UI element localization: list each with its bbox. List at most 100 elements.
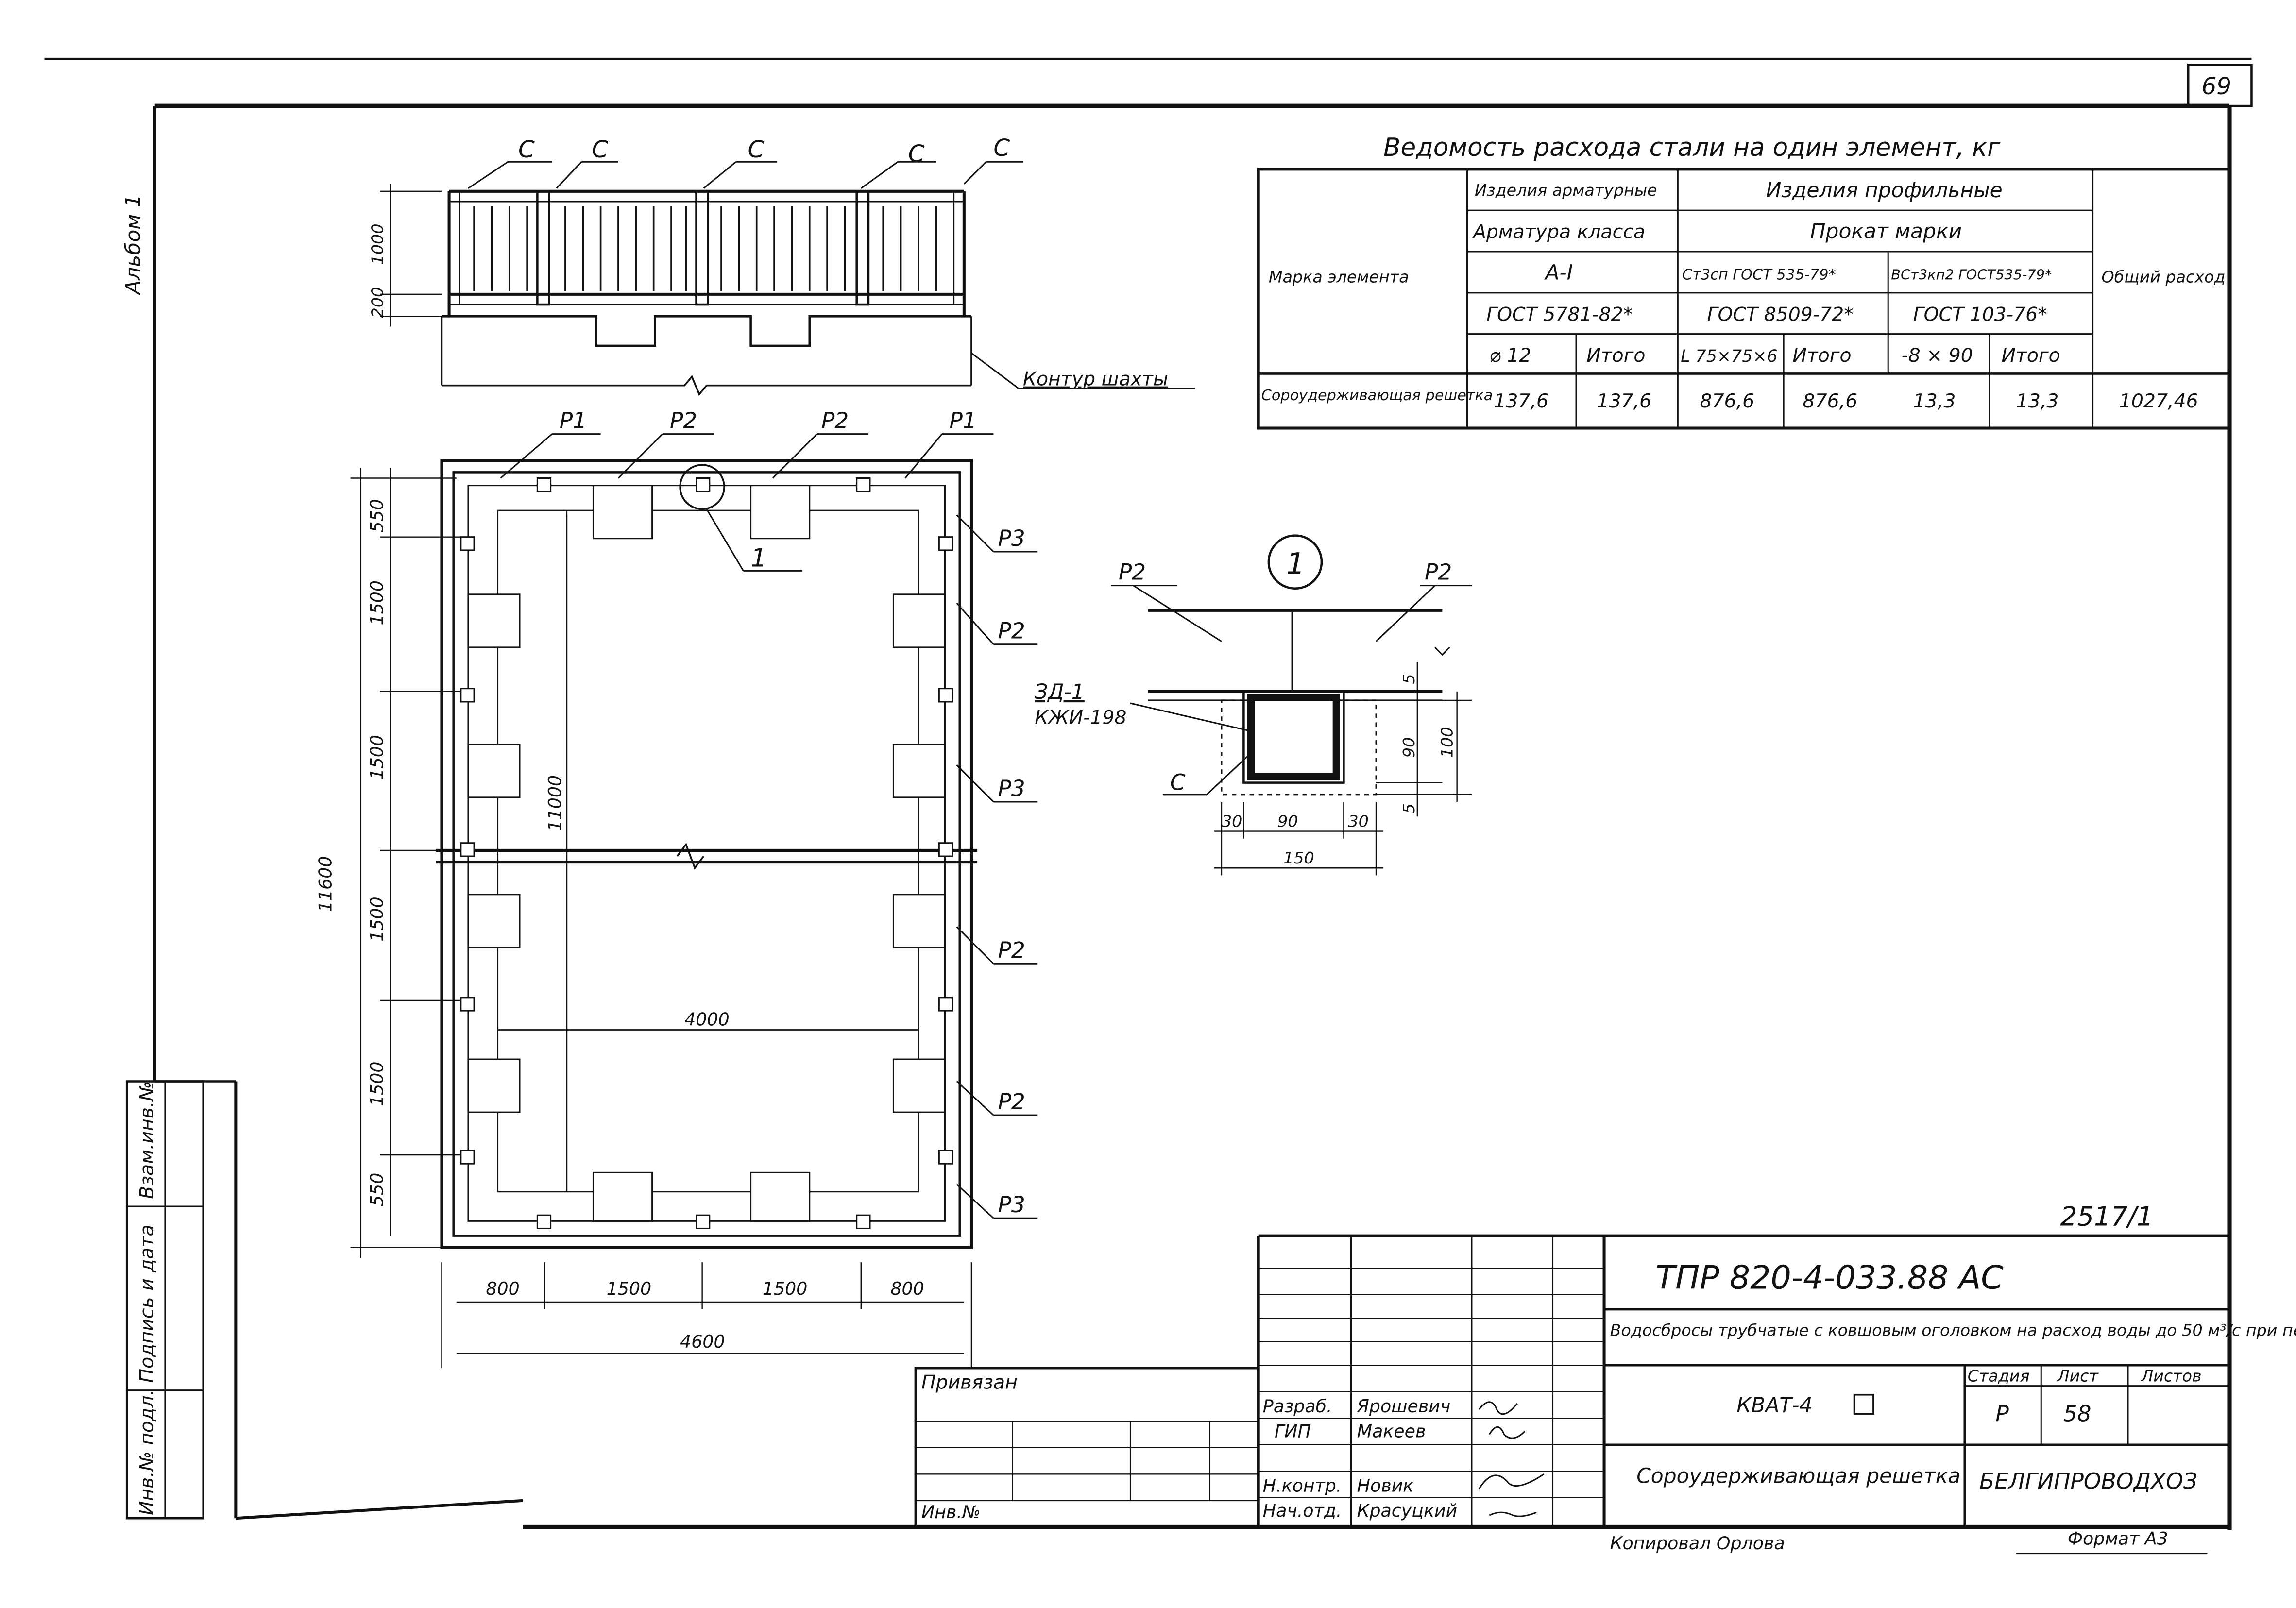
- dim-bottom-1: 800: [486, 1278, 519, 1299]
- head-a1: А-I: [1544, 261, 1573, 285]
- p2-top-left-label: Р2: [670, 408, 697, 434]
- project-description: Водосбросы трубчатые с ковшовым оголовко…: [1610, 1321, 2296, 1340]
- inv-no-label: Инв.№: [921, 1502, 981, 1523]
- detail-d90-horizontal: 90: [1277, 812, 1298, 830]
- page-number-box: 69: [2187, 64, 2253, 107]
- p1-right-label: Р1: [950, 408, 977, 434]
- table-title: Ведомость расхода стали на один элемент,…: [1383, 133, 2001, 162]
- head-d12: ⌀ 12: [1489, 344, 1531, 367]
- detail-d30-left: 30: [1222, 812, 1242, 830]
- head-mark: Марка элемента: [1269, 268, 1409, 287]
- head-gost5781: ГОСТ 5781-82*: [1486, 303, 1633, 325]
- p3-label-2: Р3: [998, 776, 1025, 801]
- signature-marks: [1478, 1401, 1545, 1517]
- section-mark-2: С: [592, 136, 608, 163]
- head-rebar-class: Арматура класса: [1472, 221, 1645, 243]
- album-label: Альбом 1: [121, 194, 145, 296]
- p1-left-label: Р1: [560, 408, 587, 434]
- detail-d30-right: 30: [1348, 812, 1368, 830]
- stage-value: Р: [1995, 1401, 2009, 1426]
- head-st3sp: Ст3сп ГОСТ 535-79*: [1682, 267, 1836, 284]
- dim-1000: 1000: [368, 223, 387, 265]
- head-gost8509: ГОСТ 8509-72*: [1707, 303, 1854, 325]
- head-strip: -8 × 90: [1901, 344, 1973, 367]
- detail-kzhi: КЖИ-198: [1035, 706, 1126, 728]
- dim-overall-width: 4600: [680, 1331, 725, 1352]
- name-gip: Макеев: [1357, 1421, 1426, 1442]
- callout-1: 1: [751, 543, 767, 573]
- dim-left-6: 550: [366, 1173, 387, 1206]
- detail-d90-vertical: 90: [1399, 737, 1418, 758]
- detail-1: 1 Р2 Р2 ЗД-1 КЖИ-198 С: [1035, 534, 1472, 876]
- plan-view: 1 Р1 Р2 Р2 Р1 Р3 Р2 Р3 Р2 Р2 Р3: [315, 408, 1038, 1369]
- side-stamp-replace: Взам.инв.№: [136, 1082, 158, 1199]
- head-itogo-1: Итого: [1586, 344, 1645, 367]
- head-itogo-3: Итого: [2001, 344, 2060, 367]
- p2-label-r3: Р2: [998, 1089, 1025, 1115]
- dim-bottom-4: 800: [890, 1278, 924, 1299]
- detail-d5-bottom: 5: [1399, 803, 1418, 813]
- row-strip: 13,3: [1913, 390, 1956, 412]
- section-mark-3: С: [748, 136, 765, 163]
- head-angle: L 75×75×6: [1681, 347, 1778, 366]
- drawing-code: ТПР 820-4-033.88 АС: [1656, 1259, 2004, 1297]
- row-rebar: 137,6: [1494, 390, 1548, 412]
- detail-p2-right: Р2: [1425, 559, 1452, 585]
- detail-d150: 150: [1283, 848, 1314, 867]
- kvat-checkbox: [1853, 1393, 1874, 1415]
- dim-inner-width: 4000: [684, 1009, 730, 1030]
- head-vst3kp2: ВСт3кп2 ГОСТ535-79*: [1891, 267, 2052, 283]
- sheets-header: Листов: [2141, 1366, 2201, 1385]
- sheet-value: 58: [2063, 1401, 2092, 1426]
- detail-number: 1: [1286, 547, 1305, 581]
- dim-left-3: 1500: [366, 735, 387, 780]
- p3-label-3: Р3: [998, 1192, 1025, 1218]
- dim-inner-height: 11000: [544, 775, 565, 831]
- section-mark-4: С: [908, 140, 925, 168]
- p2-label-r1: Р2: [998, 618, 1025, 644]
- head-gost103: ГОСТ 103-76*: [1913, 303, 2047, 325]
- head-rebar: Изделия арматурные: [1475, 181, 1657, 200]
- name-norm-control: Новик: [1357, 1475, 1414, 1496]
- copied-by: Копировал Орлова: [1610, 1533, 1785, 1554]
- role-norm-control: Н.контр.: [1263, 1475, 1342, 1496]
- head-profile: Изделия профильные: [1766, 178, 2003, 202]
- detail-c-label: С: [1170, 770, 1186, 796]
- row-total: 1027,46: [2119, 390, 2198, 412]
- hand-number: 2517/1: [2060, 1201, 2154, 1232]
- detail-d5-top: 5: [1399, 674, 1418, 684]
- steel-table: Ведомость расхода стали на один элемент,…: [1257, 133, 2231, 430]
- p2-top-right-label: Р2: [821, 408, 849, 434]
- head-total: Общий расход: [2101, 268, 2225, 287]
- role-head-dept: Нач.отд.: [1263, 1500, 1342, 1521]
- dim-left-5: 1500: [366, 1062, 387, 1107]
- sheet-header: Лист: [2057, 1366, 2099, 1385]
- name-head-dept: Красуцкий: [1357, 1500, 1458, 1521]
- kvat-label: КВАТ-4: [1736, 1393, 1812, 1417]
- row-rebar-total: 137,6: [1597, 390, 1651, 412]
- dim-left-4: 1500: [366, 897, 387, 942]
- dim-overall-height: 11600: [315, 856, 336, 913]
- element-name: Сороудерживающая решетка: [1636, 1464, 1960, 1488]
- section-mark-5: С: [993, 135, 1010, 162]
- dim-200: 200: [368, 287, 387, 318]
- head-rolled: Прокат марки: [1810, 220, 1962, 243]
- side-stamp-signature: Подпись и дата: [136, 1224, 158, 1383]
- privyazan-label: Привязан: [921, 1371, 1018, 1394]
- dim-left-1: 550: [366, 499, 387, 532]
- row-angle-total: 876,6: [1803, 390, 1858, 412]
- section-mark-1: С: [518, 136, 535, 163]
- role-gip: ГИП: [1275, 1421, 1311, 1442]
- detail-zd1: ЗД-1: [1035, 680, 1085, 704]
- role-developer: Разраб.: [1263, 1396, 1332, 1417]
- page-number: 69: [2201, 73, 2231, 100]
- row-strip-total: 13,3: [2016, 390, 2059, 412]
- dim-left-2: 1500: [366, 580, 387, 626]
- p2-label-r2: Р2: [998, 937, 1025, 963]
- organization: БЕЛГИПРОВОДХОЗ: [1979, 1469, 2197, 1494]
- contour-label: Контур шахты: [1023, 368, 1168, 390]
- row-mark: Сороудерживающая решетка: [1261, 387, 1493, 404]
- detail-p2-left: Р2: [1119, 559, 1146, 585]
- side-stamp: Инв.№ подл. Подпись и дата Взам.инв.№: [125, 1080, 204, 1520]
